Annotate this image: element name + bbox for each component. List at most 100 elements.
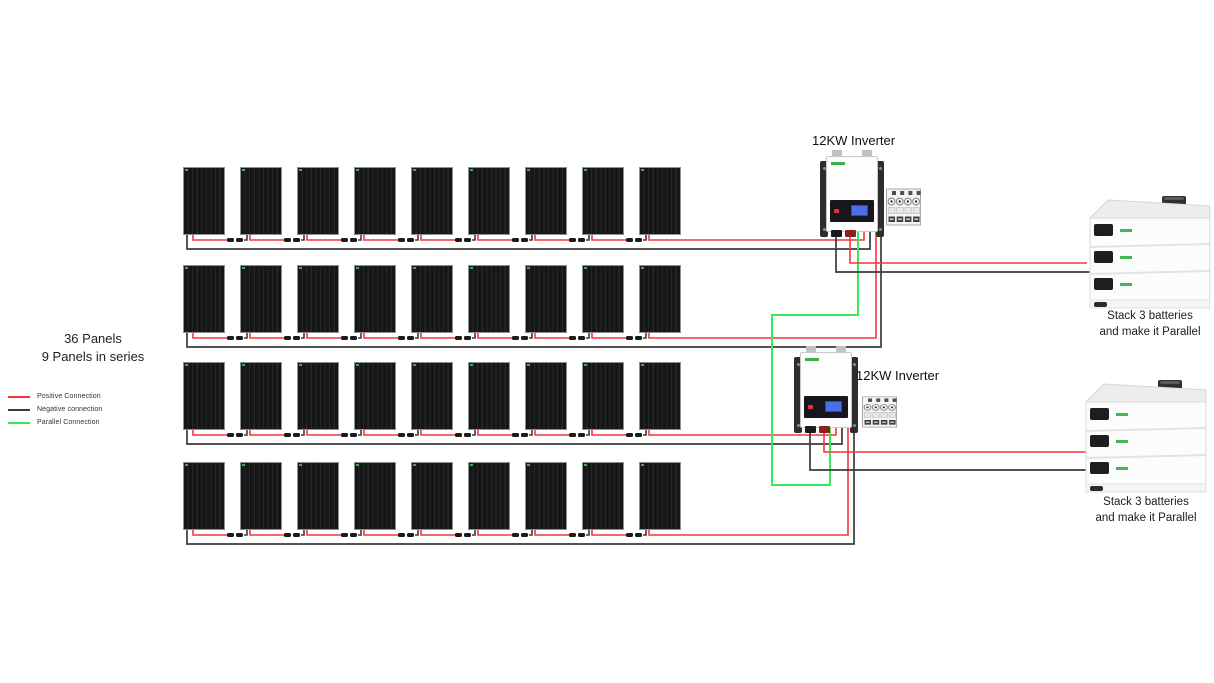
wire-negative-series [529, 529, 533, 536]
solar-panel [240, 167, 282, 235]
mc4-connector [569, 533, 576, 537]
wire-positive-series [306, 429, 342, 436]
mc4-connector [578, 533, 585, 537]
solar-panel [525, 265, 567, 333]
mc4-connector [398, 238, 405, 242]
legend-item-negative: Negative connection [8, 403, 102, 416]
wire-negative-series [529, 234, 533, 241]
mc4-connector [293, 433, 300, 437]
mc4-connector [398, 533, 405, 537]
mc4-connector [407, 433, 414, 437]
inverter-2-label: 12KW Inverter [856, 368, 940, 383]
mc4-connector [350, 238, 357, 242]
wire-positive-series [306, 234, 342, 241]
battery-label-line1: Stack 3 batteries [1107, 310, 1193, 322]
mc4-connector [341, 238, 348, 242]
legend-label: Parallel Connection [37, 419, 100, 426]
mc4-connector [569, 238, 576, 242]
wire-negative-series [643, 234, 647, 241]
mc4-connector [464, 433, 471, 437]
mc4-connector [341, 533, 348, 537]
mc4-connector [578, 238, 585, 242]
wire-positive-series [249, 429, 285, 436]
inverter-1 [818, 148, 886, 240]
mc4-connector [293, 238, 300, 242]
dc-breaker-1 [886, 188, 921, 231]
wire-negative-series [586, 332, 590, 339]
solar-panel [411, 167, 453, 235]
wire-negative-series [244, 529, 248, 536]
wire-string-positive [648, 230, 877, 339]
wire-negative-series [472, 429, 476, 436]
solar-panel [183, 462, 225, 530]
inverter-1-label: 12KW Inverter [812, 133, 896, 148]
mc4-connector [635, 336, 642, 340]
mc4-connector [236, 336, 243, 340]
mc4-connector [626, 433, 633, 437]
negative-terminal [831, 230, 842, 237]
mc4-connector [512, 238, 519, 242]
mc4-connector [350, 533, 357, 537]
mounting-rail [794, 357, 802, 433]
positive-terminal [845, 230, 856, 237]
mc4-connector [227, 336, 234, 340]
battery-stack-2 [1074, 374, 1214, 511]
mc4-connector [464, 533, 471, 537]
mc4-connector [521, 533, 528, 537]
wire-negative-series [643, 529, 647, 536]
mounting-rail [850, 357, 858, 433]
mc4-connector [236, 238, 243, 242]
solar-panel [639, 265, 681, 333]
battery-label-line2: and make it Parallel [1095, 512, 1197, 524]
positive-wire-swatch [8, 395, 30, 398]
mounting-tab [836, 346, 846, 353]
solar-panel [183, 167, 225, 235]
wire-string-negative [186, 230, 871, 250]
wire-battery1-negative [835, 236, 1094, 273]
battery-label-line2: and make it Parallel [1099, 326, 1201, 338]
mc4-connector [236, 533, 243, 537]
lcd-screen [851, 205, 868, 216]
battery-art [1084, 380, 1207, 493]
solar-panel [411, 265, 453, 333]
solar-panel [297, 167, 339, 235]
battery-2-label: Stack 3 batteries and make it Parallel [1076, 494, 1214, 526]
wire-positive-series [477, 529, 513, 536]
mounting-tab [832, 150, 842, 157]
wire-negative-series [472, 332, 476, 339]
wire-negative-series [301, 332, 305, 339]
mc4-connector [578, 433, 585, 437]
mc4-connector [398, 336, 405, 340]
wire-positive-series [363, 429, 399, 436]
wire-string-positive [648, 426, 837, 436]
wire-negative-series [415, 234, 419, 241]
solar-panel [639, 462, 681, 530]
solar-panel [639, 167, 681, 235]
solar-panel [411, 362, 453, 430]
mc4-connector [284, 336, 291, 340]
mc4-connector [227, 238, 234, 242]
mc4-connector [464, 336, 471, 340]
negative-terminal [805, 426, 816, 433]
breaker-art [862, 396, 897, 428]
wire-negative-series [472, 529, 476, 536]
solar-panel [639, 362, 681, 430]
wire-negative-series [529, 429, 533, 436]
wire-positive-series [420, 429, 456, 436]
wire-negative-series [358, 529, 362, 536]
mc4-connector [512, 533, 519, 537]
solar-panel [297, 462, 339, 530]
solar-panel [468, 462, 510, 530]
legend-label: Negative connection [37, 406, 103, 413]
mc4-connector [626, 336, 633, 340]
parallel-wire-swatch [8, 421, 30, 424]
wire-positive-series [591, 529, 627, 536]
wire-string-negative [186, 426, 843, 445]
status-led [834, 209, 839, 213]
mc4-connector [569, 336, 576, 340]
solar-panel [240, 265, 282, 333]
wire-negative-series [244, 332, 248, 339]
wire-negative-series [643, 332, 647, 339]
legend-item-parallel: Parallel Connection [8, 416, 102, 429]
